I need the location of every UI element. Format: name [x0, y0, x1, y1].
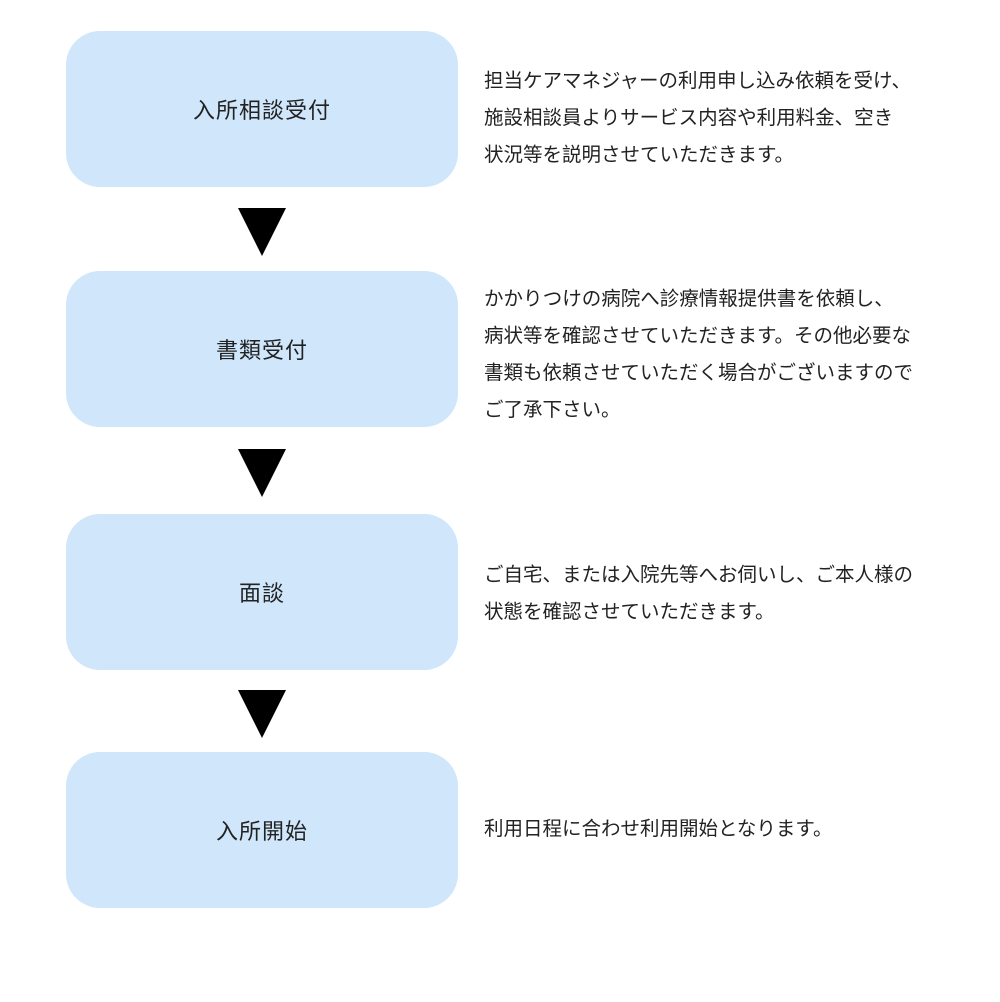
down-triangle-icon — [238, 690, 286, 738]
step-box-consultation: 入所相談受付 — [66, 31, 458, 187]
down-triangle-icon — [238, 449, 286, 497]
step-title: 書類受付 — [215, 339, 308, 364]
step-title: 入所相談受付 — [192, 99, 331, 124]
step-box-interview: 面談 — [66, 514, 458, 670]
step-description: ご自宅、または入院先等へお伺いし、ご本人様の 状態を確認させていただきます。 — [484, 563, 914, 623]
step-description: かかりつけの病院へ診療情報提供書を依頼し、 病状等を確認させていただきます。その… — [484, 287, 914, 421]
step-title: 入所開始 — [215, 820, 308, 845]
step-box-admission-start: 入所開始 — [66, 752, 458, 908]
step-title: 面談 — [238, 582, 285, 607]
down-triangle-icon — [238, 208, 286, 256]
step-description: 利用日程に合わせ利用開始となります。 — [484, 817, 833, 840]
step-description: 担当ケアマネジャーの利用申し込み依頼を受け、 施設相談員よりサービス内容や利用料… — [484, 69, 912, 166]
step-box-documents: 書類受付 — [66, 271, 458, 427]
